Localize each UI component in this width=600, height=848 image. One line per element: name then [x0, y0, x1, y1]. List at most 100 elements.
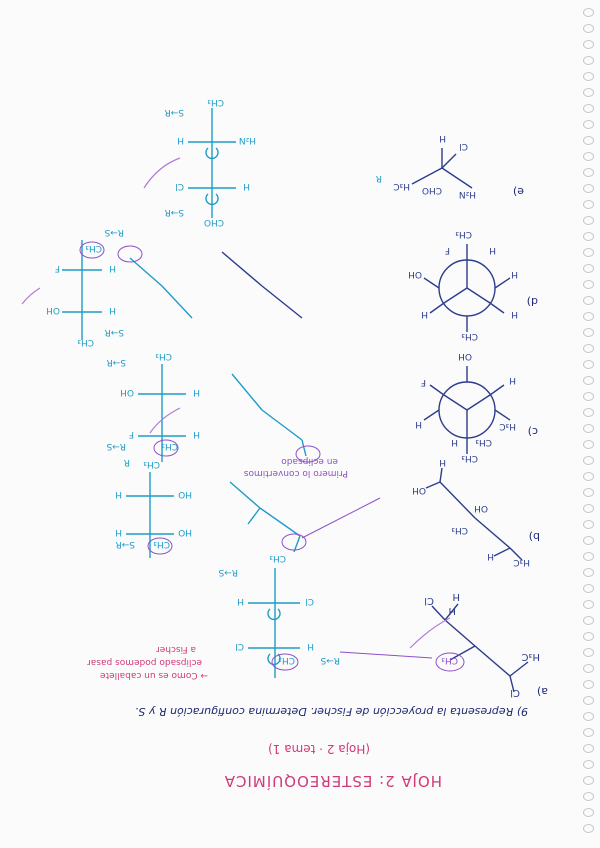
fischer-c-label-3: H	[193, 387, 200, 397]
spiral-ring	[583, 792, 594, 801]
spiral-ring	[583, 248, 594, 257]
spiral-ring	[583, 648, 594, 657]
sawhorse-c	[231, 373, 321, 463]
spiral-ring	[583, 88, 594, 97]
sawhorse-b-label-2: OH	[474, 503, 488, 513]
wedge-e-label-4: H₃C	[393, 181, 410, 191]
sawhorse-b-label-1: H	[487, 551, 494, 561]
spiral-ring	[583, 552, 594, 561]
spiral-ring	[583, 264, 594, 273]
spiral-ring	[583, 520, 594, 529]
spiral-ring	[583, 536, 594, 545]
fischer-c-label-4: OH	[120, 387, 134, 397]
sawhorse-a	[431, 603, 529, 693]
newman-c-label-7: H	[451, 437, 458, 447]
sawhorse-b-copy	[229, 481, 307, 553]
newman-c-label-1: CH₃	[461, 453, 478, 463]
newman-d-label-1: H	[511, 309, 518, 319]
sawhorse-b-label-3: OH	[412, 485, 426, 495]
fischer-d-label-3: H	[109, 263, 116, 273]
spiral-ring	[583, 312, 594, 321]
fischer-b-label-2: H	[115, 527, 122, 537]
spiral-ring	[583, 392, 594, 401]
sawhorse-a-label-2: H	[448, 605, 456, 616]
config-a-1: R→S	[218, 567, 238, 577]
fischer-c-label-0: CH₃	[161, 441, 178, 451]
spiral-ring	[583, 760, 594, 769]
newman-c-label-4: H	[509, 375, 516, 385]
arrow-b	[301, 497, 381, 539]
fischer-a-label-4: H	[237, 596, 244, 606]
fischer-d-label-4: F	[55, 263, 60, 273]
stray-mark-3	[21, 287, 41, 305]
spiral-ring	[583, 40, 594, 49]
newman-d	[423, 244, 511, 332]
spiral-ring	[583, 488, 594, 497]
fischer-b-label-1: HO	[178, 527, 192, 537]
config-e-0: R	[376, 173, 382, 183]
fischer-c-label-2: F	[129, 429, 134, 439]
wedge-e	[411, 148, 473, 189]
spiral-ring	[583, 24, 594, 33]
spiral-ring	[583, 184, 594, 193]
newman-c-label-2: F	[421, 377, 426, 387]
spiral-ring	[583, 216, 594, 225]
newman-c-label-6: CH₃	[475, 437, 492, 447]
spiral-binding	[580, 0, 596, 848]
spiral-ring	[583, 504, 594, 513]
fischer-a-label-3: Cl	[305, 596, 314, 606]
spiral-ring	[583, 584, 594, 593]
fischer-d-label-2: OH	[46, 305, 60, 315]
fischer-e-label-5: CH₃	[207, 98, 224, 107]
spiral-ring	[583, 296, 594, 305]
newman-d-label-7: F	[445, 245, 450, 255]
config-b-0: S→R	[115, 539, 135, 549]
spiral-ring	[583, 424, 594, 433]
spiral-ring	[583, 712, 594, 721]
fischer-b-label-3: HO	[178, 489, 192, 499]
stray-mark-1	[409, 617, 451, 649]
newman-c-label-5: OH	[458, 351, 472, 361]
newman-d-label-6: CH₃	[455, 229, 472, 239]
spiral-ring	[583, 680, 594, 689]
newman-d-label-2: H	[421, 309, 428, 319]
spiral-ring	[583, 200, 594, 209]
spiral-ring	[583, 600, 594, 609]
config-a-0: R→S	[320, 655, 340, 665]
spiral-ring	[583, 376, 594, 385]
fischer-e-label-2: Cl	[175, 181, 184, 191]
wedge-e-label-3: Cl	[459, 141, 468, 151]
problem-a-structures: H₃C Cl H Cl H CH₃ CH₃ H Cl Cl H CH₃ R→S	[218, 553, 540, 698]
fischer-b-label-4: H	[115, 489, 122, 499]
spiral-ring	[583, 632, 594, 641]
spiral-ring	[583, 456, 594, 465]
spiral-ring	[583, 56, 594, 65]
sawhorse-d	[221, 251, 303, 319]
spiral-ring	[583, 728, 594, 737]
fischer-b	[126, 472, 174, 558]
config-e-2: S→R	[164, 107, 184, 117]
sawhorse-b-label-0: H₃C	[513, 557, 530, 567]
config-d-1: R→S	[104, 228, 124, 237]
newman-d-label-5: H	[489, 245, 496, 255]
fischer-d-label-1: H	[109, 305, 116, 315]
config-c-0: R→S	[106, 441, 126, 451]
fischer-e-label-1: H	[243, 181, 250, 191]
fischer-b-label-5: CH₃	[143, 459, 160, 469]
sawhorse-a-label-4: H	[452, 591, 460, 602]
spiral-ring	[583, 152, 594, 161]
config-c-1: S→R	[106, 357, 126, 367]
newman-c	[423, 366, 511, 454]
newman-d-label-3: OH	[408, 269, 422, 279]
newman-d-label-0: CH₃	[461, 331, 478, 341]
stray-mark-4	[143, 157, 181, 189]
fischer-d	[62, 240, 105, 340]
spiral-ring	[583, 664, 594, 673]
fischer-d-label-0: CH₃	[77, 337, 94, 347]
fischer-d-label-5: CH₃	[85, 243, 102, 253]
stray-mark-2	[149, 407, 181, 434]
fischer-a-label-5: CH₃	[269, 553, 286, 563]
wedge-e-label-2: H	[439, 133, 446, 143]
